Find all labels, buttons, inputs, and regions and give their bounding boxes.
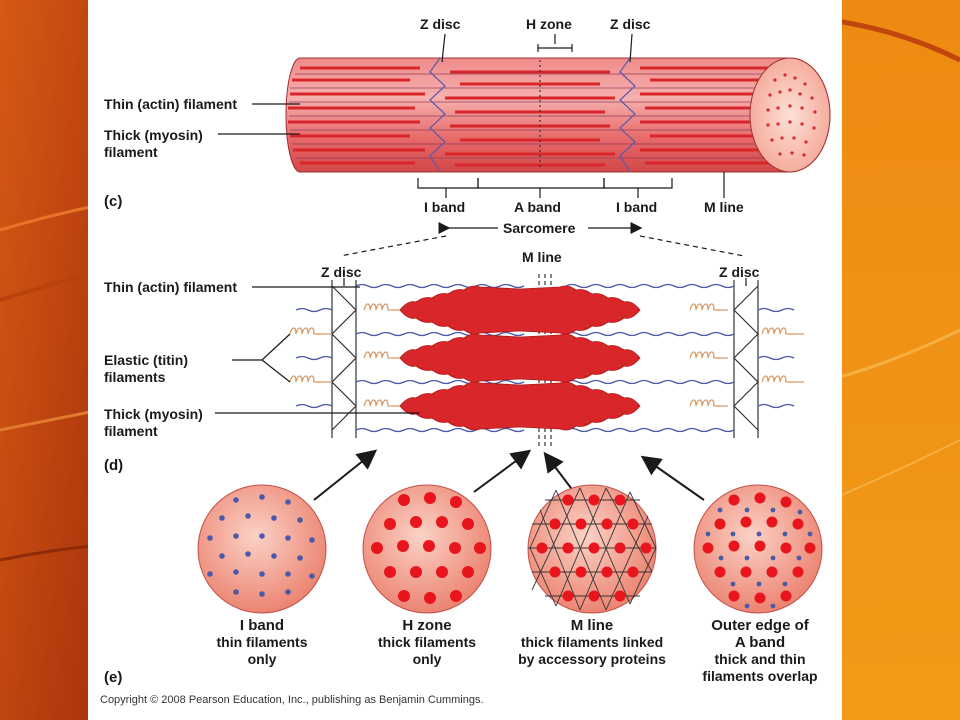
caption-i-band-line1: thin filaments <box>216 634 308 650</box>
cross-section-a-band-edge <box>693 484 823 614</box>
caption-m-line-title: M line <box>570 617 614 634</box>
caption-h-zone: H zone thick filaments only <box>352 617 502 668</box>
label-a-band: A band <box>514 199 561 215</box>
label-thin-filament-c: Thin (actin) filament <box>104 96 237 112</box>
label-z-disc-c-left: Z disc <box>420 16 461 32</box>
label-elastic-2: filaments <box>104 369 166 385</box>
label-thick-d-1: Thick (myosin) <box>104 406 203 422</box>
label-thick-filament-c-2: filament <box>104 144 158 160</box>
caption-a-band-edge-line2: filaments overlap <box>702 668 818 684</box>
thin-filaments <box>295 283 795 433</box>
label-m-line-c: M line <box>704 199 744 215</box>
label-sarcomere: Sarcomere <box>503 220 576 236</box>
copyright-notice: Copyright © 2008 Pearson Education, Inc.… <box>100 694 484 706</box>
caption-i-band-line2: only <box>247 651 277 667</box>
cylinder-z-lines <box>429 57 636 173</box>
panel-c-leaders <box>218 33 725 234</box>
section-arrows <box>313 449 705 501</box>
caption-h-zone-title: H zone <box>402 617 452 634</box>
caption-i-band: I band thin filaments only <box>192 617 332 668</box>
cross-section-m-line <box>527 484 657 614</box>
panel-d-leaders <box>215 278 747 414</box>
label-i-band-left: I band <box>424 199 466 215</box>
caption-a-band-edge-line1: thick and thin <box>714 651 806 667</box>
caption-h-zone-line2: only <box>412 651 442 667</box>
label-z-disc-d-right: Z disc <box>719 264 760 280</box>
label-m-line-d: M line <box>522 249 562 265</box>
thick-filaments <box>399 285 641 431</box>
label-i-band-right: I band <box>616 199 658 215</box>
caption-h-zone-line1: thick filaments <box>377 634 477 650</box>
cylinder-end-dots <box>766 73 817 157</box>
caption-m-line-line1: thick filaments linked <box>520 634 664 650</box>
label-thin-filament-d: Thin (actin) filament <box>104 279 237 295</box>
label-h-zone: H zone <box>526 16 572 32</box>
label-panel-d: (d) <box>104 457 124 474</box>
label-panel-e: (e) <box>104 669 123 686</box>
caption-a-band-edge-title2: A band <box>734 634 786 651</box>
myofibril-cylinder <box>285 57 831 173</box>
cross-section-i-band <box>197 484 327 614</box>
caption-m-line: M line thick filaments linked by accesso… <box>504 617 680 668</box>
caption-i-band-title: I band <box>239 617 285 634</box>
label-elastic-1: Elastic (titin) <box>104 352 189 368</box>
caption-a-band-edge: Outer edge of A band thick and thin fila… <box>688 617 832 685</box>
label-panel-c: (c) <box>104 193 123 210</box>
sarcomere-schematic <box>289 274 804 446</box>
titin-springs <box>289 303 804 407</box>
cross-section-h-zone <box>362 484 492 614</box>
z-disc-right <box>733 280 759 438</box>
label-z-disc-d-left: Z disc <box>321 264 362 280</box>
caption-m-line-line2: by accessory proteins <box>518 651 666 667</box>
label-z-disc-c-right: Z disc <box>610 16 651 32</box>
label-thick-d-2: filament <box>104 423 158 439</box>
caption-a-band-edge-title: Outer edge of <box>711 617 809 634</box>
label-thick-filament-c-1: Thick (myosin) <box>104 127 203 143</box>
cylinder-thin-lines <box>289 73 784 159</box>
z-disc-left <box>331 280 357 438</box>
